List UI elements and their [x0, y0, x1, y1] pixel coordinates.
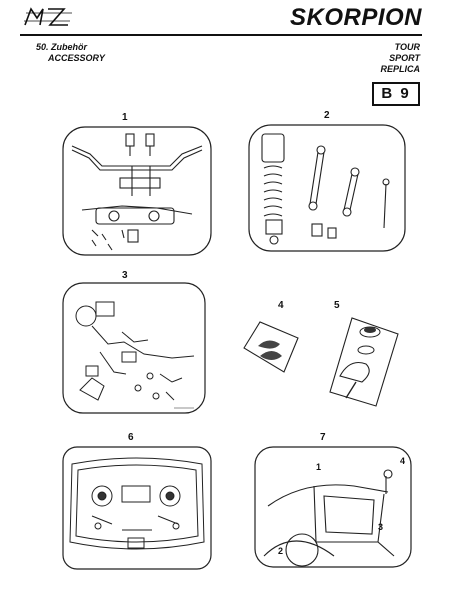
assembly-drawing	[62, 282, 206, 414]
mz-logo	[24, 7, 72, 26]
model-title: SKORPION	[289, 4, 422, 31]
item-number-1: 1	[122, 112, 128, 123]
hardware-drawing	[62, 446, 212, 570]
accessory-panel-2-suspension	[248, 124, 408, 254]
item-number-4: 4	[278, 300, 284, 311]
variant-replica: REPLICA	[380, 64, 420, 74]
callout-item7-3: 3	[378, 522, 384, 532]
tank-pad-drawing	[243, 321, 299, 373]
accessory-panel-1-handlebar	[62, 126, 212, 256]
item-number-5: 5	[334, 300, 340, 311]
fuel-cap-drawing	[329, 317, 399, 407]
item-number-2: 2	[324, 110, 330, 121]
item-number-3: 3	[122, 270, 128, 281]
accessory-panel-6-hardware	[62, 446, 212, 570]
accessory-panel-5-fuel-cap	[326, 312, 402, 408]
page-code-box: B 9	[372, 82, 420, 106]
variant-list: TOUR SPORT REPLICA	[380, 42, 420, 75]
section-title-de: 50. Zubehör	[36, 42, 88, 52]
variant-sport: SPORT	[389, 53, 420, 63]
accessory-panel-3-assembly	[62, 282, 206, 414]
item-number-7: 7	[320, 432, 326, 443]
accessory-panel-4-tank-pad	[238, 318, 304, 376]
suspension-drawing	[248, 124, 406, 252]
callout-item7-4: 4	[400, 456, 406, 466]
variant-tour: TOUR	[394, 42, 420, 52]
callout-item7-2: 2	[278, 546, 284, 556]
section-title-en: ACCESSORY	[48, 53, 105, 63]
handlebar-drawing	[62, 126, 212, 256]
luggage-rack-drawing	[254, 446, 412, 568]
item-number-6: 6	[128, 432, 134, 443]
accessory-panel-7-luggage-rack: 1 4 2 3	[254, 446, 414, 570]
callout-item7-1: 1	[316, 462, 322, 472]
section-heading: 50. Zubehör ACCESSORY	[36, 42, 105, 64]
header-rule	[20, 34, 422, 36]
